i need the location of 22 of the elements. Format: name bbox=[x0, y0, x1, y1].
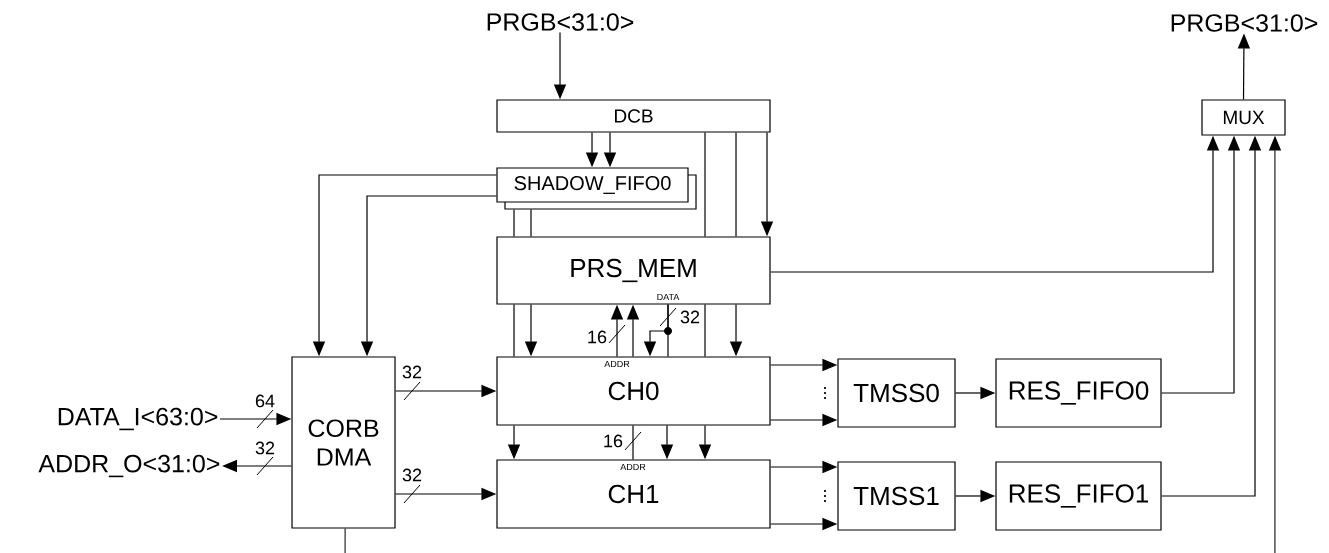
edge-label: 32 bbox=[402, 365, 422, 379]
edge-label: 16 bbox=[604, 434, 623, 448]
block-box: TMSS1 bbox=[837, 461, 956, 531]
port-label: DATA bbox=[657, 293, 680, 301]
block-box: TMSS0 bbox=[837, 358, 956, 428]
stacked-fifo-box: SHADOW_FIFO0 bbox=[496, 167, 697, 210]
signal-label: DATA_I<63:0> bbox=[58, 407, 218, 431]
signal-label: PRGB<31:0> bbox=[1171, 14, 1318, 32]
edge-label: 64 bbox=[255, 394, 275, 408]
edge-label: 32 bbox=[402, 468, 422, 482]
block-box: MUX bbox=[1201, 99, 1286, 136]
block-box: DCB bbox=[496, 99, 771, 133]
signal-label: PRGB<31:0> bbox=[487, 13, 634, 31]
edge-label: 16 bbox=[588, 330, 607, 344]
edge-label: 32 bbox=[680, 310, 700, 324]
port-label: ADDR bbox=[604, 360, 630, 368]
block-box: RES_FIFO0 bbox=[995, 358, 1162, 428]
port-label: ADDR bbox=[620, 463, 646, 471]
block-box: RES_FIFO1 bbox=[995, 461, 1162, 531]
edge-label: 32 bbox=[255, 441, 275, 455]
block-box: CORB DMA bbox=[291, 356, 396, 529]
signal-label: ADDR_O<31:0> bbox=[38, 454, 220, 478]
